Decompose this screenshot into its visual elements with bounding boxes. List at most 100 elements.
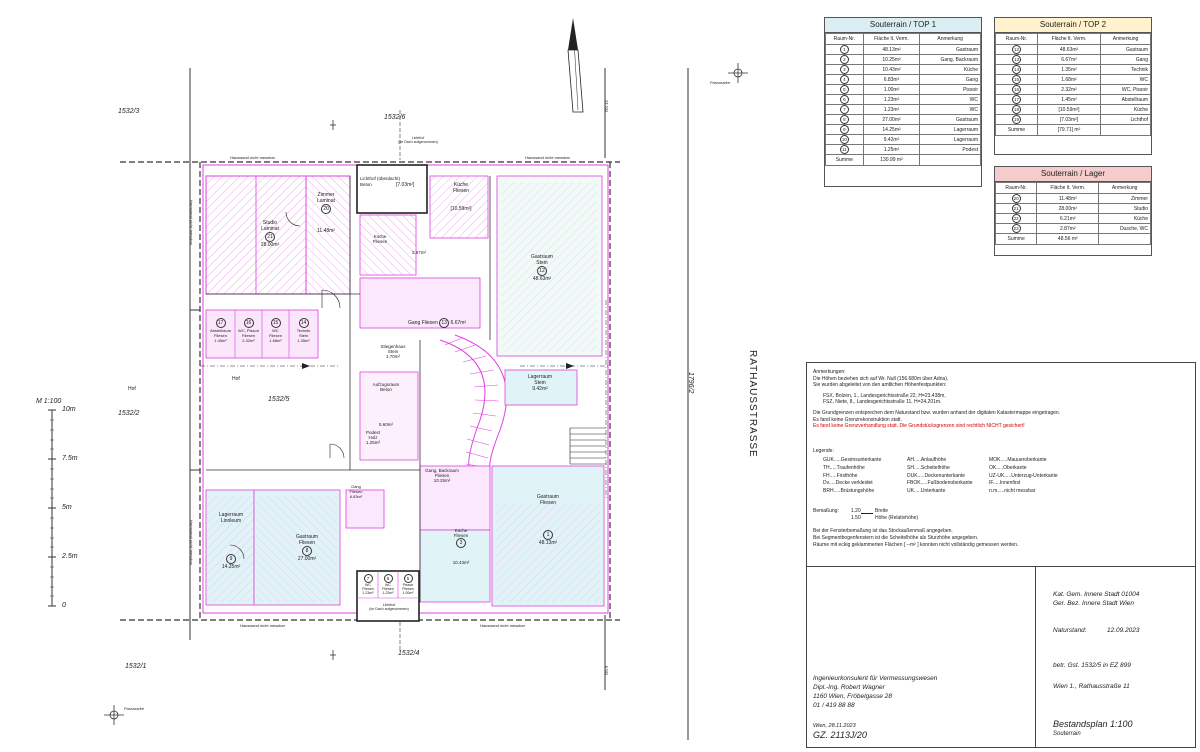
boundary-note: Hauswand nicht messbar xyxy=(189,520,194,565)
room-11: Podest Holz 1.25m² xyxy=(365,430,380,445)
bemassung-bottom: 1.50 xyxy=(851,515,861,522)
office-line: 1160 Wien, Fröbelgasse 28 xyxy=(813,693,892,700)
hof-label: Hof xyxy=(232,376,240,382)
notes-panel: Anmerkungen: Die Höhen beziehen sich auf… xyxy=(806,362,1196,748)
room-18: Küche Fliesen [10.59m²] xyxy=(450,182,472,212)
legend-item: n.m.....nicht messbar xyxy=(989,487,1036,494)
parcel-label: 1532/6 xyxy=(384,114,406,121)
scale-tick-label: 0 xyxy=(62,602,66,609)
parcel-label: 1532/1 xyxy=(125,663,147,670)
naturstand-date: 12.09.2023 xyxy=(1107,627,1140,634)
note-warning: Es fand keine Grenzverhandlung statt. Di… xyxy=(813,423,1025,430)
room-22: Küche Fliesen xyxy=(372,234,388,244)
legend-item: OK.....Oberkante xyxy=(989,464,1027,471)
room-6: 6 WC Fliesen 1.23m² xyxy=(382,574,394,596)
north-arrow-icon xyxy=(567,18,584,113)
legend-grid: GUK.....Gesimsunterkante AH.....Anlaufhö… xyxy=(823,457,1189,494)
scale-tick-label: 10m xyxy=(62,406,76,413)
note-line: Es fand keine Grenzrekonstruktion statt. xyxy=(813,416,902,423)
legend-item: SH.....Scheitelhöhe xyxy=(907,464,950,471)
legend-item: DUK.....Deckenunterkante xyxy=(907,472,966,479)
boundary-note: Hauswand nicht messbar xyxy=(240,623,285,628)
bemassung: Bemaßung: 1.20 1.50 Breite Höhe (Relativ… xyxy=(813,508,919,522)
plan-labels: 1532/3 1532/6 1532/2 1532/5 1532/1 1532/… xyxy=(36,80,758,711)
hof-label: Hof xyxy=(128,386,136,392)
table-title: Souterrain / TOP 2 xyxy=(995,18,1151,33)
building-outline xyxy=(200,164,610,622)
note-line: Sie wurden abgeleitet von den amtlichen … xyxy=(813,382,947,389)
note-line: Die Höhen beziehen sich auf Wr. Null (15… xyxy=(813,375,949,382)
room-9: Lagerraum Linoleum 9 14.25m² xyxy=(218,512,244,570)
office-line: Dipl.-Ing. Robert Wagner xyxy=(813,684,885,691)
room-4: Gang Fliesen 6.83m² xyxy=(349,484,363,499)
legend-item: AH.....Anlaufhöhe xyxy=(907,457,947,464)
plan-subtitle: Souterrain xyxy=(1053,731,1081,737)
table-top1: Souterrain / TOP 1 Raum-Nr.Fläche lt. Ve… xyxy=(824,17,982,187)
ger-bez: Ger. Bez. Innere Stadt Wien xyxy=(1053,600,1134,607)
note-line: FSX, Bolzen, 1., Landesgerichtsstraße 22… xyxy=(823,392,946,399)
legend-item: FH.....Firsthöhe xyxy=(823,472,858,479)
boundary-lines xyxy=(120,68,689,740)
scale-tick-label: 5m xyxy=(62,504,72,511)
naturstand-label: Naturstand: xyxy=(1053,627,1087,634)
scale-tick-label: 7.5m xyxy=(62,455,78,462)
lift-label: Aufzugsraum Beton 5.60m² xyxy=(372,382,400,427)
room-3: Küche Fliesen 3 10.43m² xyxy=(452,528,470,565)
room-7: 7 WC Fliesen 1.23m² xyxy=(362,574,374,596)
boundary-note: Hauswand nicht messbar xyxy=(189,200,194,245)
betr-gst: betr. Gst. 1532/5 in EZ 899 xyxy=(1053,662,1131,669)
room-14: 14 Technik Stein 1.35m² xyxy=(296,318,311,343)
table-title: Souterrain / Lager xyxy=(995,167,1151,182)
table-top2: Souterrain / TOP 2 Raum-Nr.Fläche lt. Ve… xyxy=(994,17,1152,155)
passmarke-label: Passmarke xyxy=(710,80,731,85)
scale-bar xyxy=(48,409,56,607)
room-12: Gastraum Stein 12 48.63m² xyxy=(531,254,553,282)
footnote: Räume mit eckig geklammerten Flächen [ -… xyxy=(813,541,1019,548)
legend-item: TH.....Traufenhöhe xyxy=(823,464,865,471)
legend-item: FBOK.....Fußbodenoberkante xyxy=(907,480,973,487)
floor-plan xyxy=(48,18,748,740)
room-10: Lagerraum Stein 9.42m² xyxy=(527,374,553,392)
room-19: Lichthof (überdacht) Beton [7.03m²] xyxy=(360,176,415,188)
bemassung-top: 1.20 xyxy=(851,508,861,515)
room-21: Studio Laminat 21 28.00m² xyxy=(260,220,280,248)
table-sum-row: Summe[79.71] m² xyxy=(995,124,1151,136)
scale-tick-label: 2.5m xyxy=(62,553,78,560)
room-8: Gastraum Fliesen 8 27.00m² xyxy=(296,534,318,562)
boundary-note: Hauswand nicht messbar xyxy=(480,623,525,628)
footnote: Bei der Fensterbemaßung ist das Stockauß… xyxy=(813,528,953,535)
on-label: ON 13 xyxy=(604,100,609,112)
table-title: Souterrain / TOP 1 xyxy=(825,18,981,33)
interior-walls xyxy=(206,176,491,602)
room-15: 15 WC Fliesen 1.68m² xyxy=(269,318,282,343)
legend-item: BRH.....Brüstungshöhe xyxy=(823,487,875,494)
address: Wien 1., Rathausstraße 11 xyxy=(1053,683,1130,690)
footnote: Bei Segmentbogenfenstern ist die Scheite… xyxy=(813,534,979,541)
legend-heading: Legende: xyxy=(813,447,834,454)
office-line: 01 / 419 88 88 xyxy=(813,702,855,709)
scale-title: M 1:100 xyxy=(36,398,62,405)
date: Wien, 28.11.2023 xyxy=(813,723,856,729)
legend-item: MOK.....Mauueroberkante xyxy=(989,457,1047,464)
legend-item: IF.....Innenfirst xyxy=(989,480,1021,487)
boundary-note: Hauswand nicht messbar xyxy=(230,155,275,160)
title-block: Kat. Gem. Innere Stadt 01004 Ger. Bez. I… xyxy=(807,566,1195,747)
lichthof-bottom-label: Lichthof (im Dach aufgenommen) xyxy=(369,603,409,612)
